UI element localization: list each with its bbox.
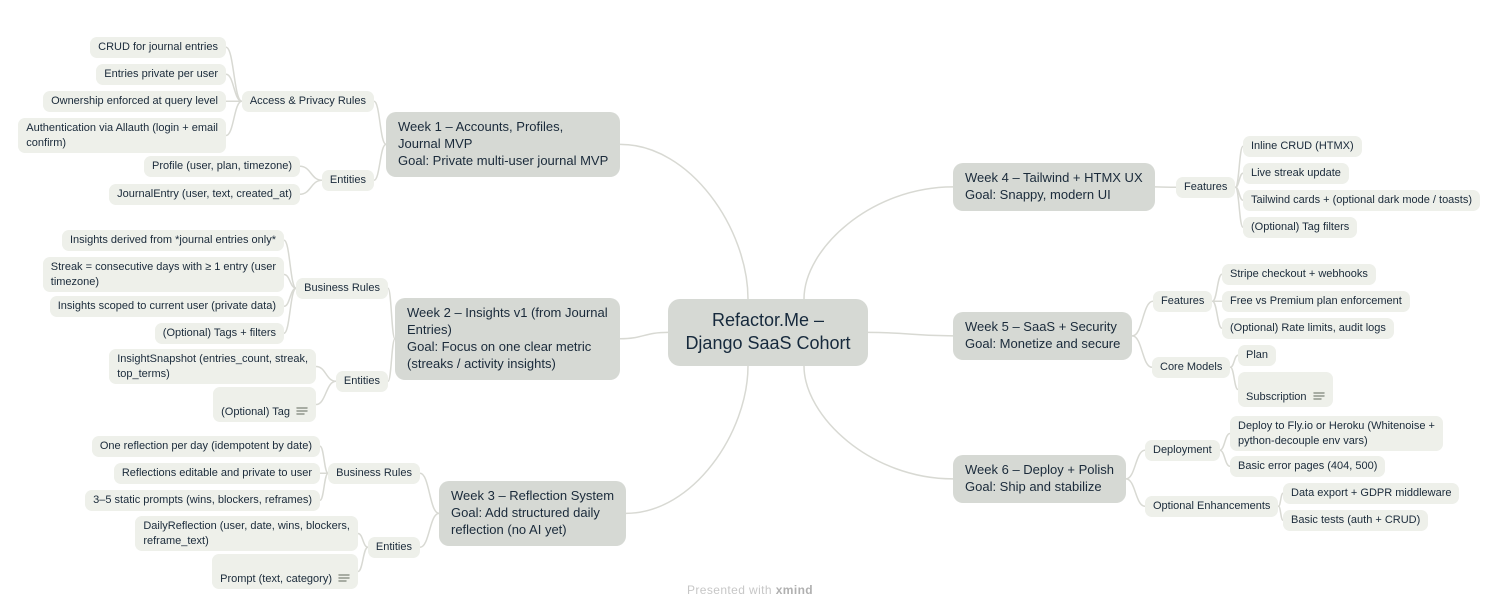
leaf-plan-model[interactable]: Plan <box>1238 345 1277 366</box>
leaf-one-reflection-per-day[interactable]: One reflection per day (idempotent by da… <box>91 436 320 457</box>
branch-business-rules-w3[interactable]: Business Rules <box>328 463 420 484</box>
branch-optional-enhancements[interactable]: Optional Enhancements <box>1145 496 1279 517</box>
xmind-brand: xmind <box>775 583 814 597</box>
notes-icon[interactable] <box>296 406 308 416</box>
leaf-dailyreflection-model[interactable]: DailyReflection (user, date, wins, block… <box>135 516 358 552</box>
branch-entities-w1[interactable]: Entities <box>321 170 374 191</box>
watermark: Presented with xmind <box>687 583 813 597</box>
topic-week-4[interactable]: Week 4 – Tailwind + HTMX UX Goal: Snappy… <box>953 163 1155 211</box>
branch-features-w5[interactable]: Features <box>1153 291 1213 312</box>
leaf-insights-scoped[interactable]: Insights scoped to current user (private… <box>49 296 284 317</box>
branch-deployment[interactable]: Deployment <box>1145 440 1220 461</box>
branch-business-rules-w2[interactable]: Business Rules <box>296 278 388 299</box>
branch-entities-w2[interactable]: Entities <box>335 371 388 392</box>
leaf-optional-tag-filters[interactable]: (Optional) Tag filters <box>1243 217 1358 238</box>
branch-features-w4[interactable]: Features <box>1176 177 1236 198</box>
central-topic[interactable]: Refactor.Me – Django SaaS Cohort <box>668 299 868 366</box>
leaf-optional-tags-filters[interactable]: (Optional) Tags + filters <box>154 323 284 344</box>
leaf-auth-allauth[interactable]: Authentication via Allauth (login + emai… <box>18 118 226 154</box>
topic-week-6[interactable]: Week 6 – Deploy + Polish Goal: Ship and … <box>953 455 1126 503</box>
notes-icon[interactable] <box>1312 391 1325 401</box>
leaf-inline-crud[interactable]: Inline CRUD (HTMX) <box>1243 136 1362 157</box>
leaf-data-export-gdpr[interactable]: Data export + GDPR middleware <box>1283 483 1460 504</box>
leaf-deploy-flyio-heroku[interactable]: Deploy to Fly.io or Heroku (Whitenoise +… <box>1230 416 1443 452</box>
leaf-label: Subscription <box>1246 390 1307 403</box>
branch-access-privacy-rules[interactable]: Access & Privacy Rules <box>241 91 374 112</box>
leaf-basic-tests[interactable]: Basic tests (auth + CRUD) <box>1283 510 1429 531</box>
leaf-static-prompts[interactable]: 3–5 static prompts (wins, blockers, refr… <box>85 490 320 511</box>
leaf-insightsnapshot-model[interactable]: InsightSnapshot (entries_count, streak, … <box>109 349 316 385</box>
leaf-stripe-checkout[interactable]: Stripe checkout + webhooks <box>1222 264 1376 285</box>
leaf-live-streak-update[interactable]: Live streak update <box>1243 163 1349 184</box>
leaf-tailwind-cards[interactable]: Tailwind cards + (optional dark mode / t… <box>1243 190 1481 211</box>
leaf-profile-model[interactable]: Profile (user, plan, timezone) <box>143 156 300 177</box>
branch-core-models[interactable]: Core Models <box>1152 357 1231 378</box>
watermark-prefix: Presented with <box>686 583 772 597</box>
branch-entities-w3[interactable]: Entities <box>367 537 420 558</box>
leaf-plan-enforcement[interactable]: Free vs Premium plan enforcement <box>1222 291 1410 312</box>
leaf-error-pages[interactable]: Basic error pages (404, 500) <box>1230 456 1386 477</box>
leaf-insights-derived[interactable]: Insights derived from *journal entries o… <box>61 230 284 251</box>
leaf-reflections-editable[interactable]: Reflections editable and private to user <box>113 463 320 484</box>
notes-icon[interactable] <box>338 573 350 583</box>
leaf-label: Prompt (text, category) <box>220 572 332 585</box>
leaf-subscription-model[interactable]: Subscription <box>1238 372 1333 408</box>
topic-week-3[interactable]: Week 3 – Reflection System Goal: Add str… <box>439 481 627 546</box>
leaf-ownership-query-level[interactable]: Ownership enforced at query level <box>43 91 226 112</box>
leaf-optional-tag[interactable]: (Optional) Tag <box>213 387 316 423</box>
leaf-journalentry-model[interactable]: JournalEntry (user, text, created_at) <box>109 184 300 205</box>
topic-week-1[interactable]: Week 1 – Accounts, Profiles, Journal MVP… <box>386 112 621 177</box>
topic-week-5[interactable]: Week 5 – SaaS + Security Goal: Monetize … <box>953 312 1133 360</box>
leaf-streak-definition[interactable]: Streak = consecutive days with ≥ 1 entry… <box>42 257 284 293</box>
leaf-rate-limits[interactable]: (Optional) Rate limits, audit logs <box>1222 318 1394 339</box>
leaf-label: (Optional) Tag <box>221 405 290 418</box>
topic-week-2[interactable]: Week 2 – Insights v1 (from Journal Entri… <box>395 298 620 380</box>
leaf-entries-private[interactable]: Entries private per user <box>96 64 226 85</box>
leaf-prompt-model[interactable]: Prompt (text, category) <box>212 554 358 590</box>
leaf-crud-journal-entries[interactable]: CRUD for journal entries <box>90 37 226 58</box>
